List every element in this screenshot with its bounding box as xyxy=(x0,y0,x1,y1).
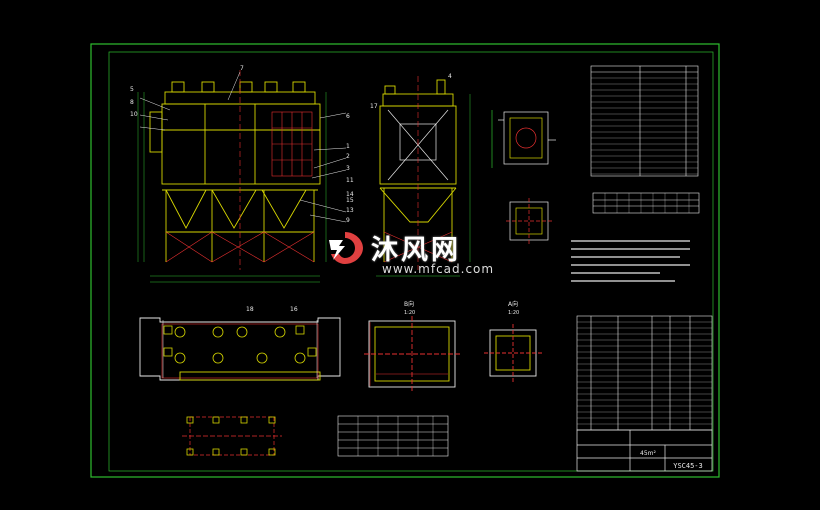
a-view-scale: 1:20 xyxy=(508,310,519,316)
part-number-label: 8 xyxy=(130,99,134,106)
filter-bag-opening xyxy=(294,352,306,364)
b-view-label: B向 xyxy=(404,300,414,308)
parts-list-table xyxy=(576,315,713,431)
a-view-label: A向 xyxy=(508,300,518,308)
part-number-label: 1 xyxy=(346,143,350,150)
filter-bag-opening xyxy=(212,352,224,364)
foundation-anchor xyxy=(186,448,194,456)
part-number-label: 5 xyxy=(130,86,134,93)
part-number-label: 9 xyxy=(346,217,350,224)
filter-bag-opening xyxy=(212,326,224,338)
plan-view xyxy=(139,317,341,381)
foundation-anchor xyxy=(212,448,220,456)
filter-bag-opening xyxy=(256,352,268,364)
part-number-label: 15 xyxy=(346,197,354,204)
part-number-label: 2 xyxy=(346,153,350,160)
front-elevation-view xyxy=(149,81,321,262)
watermark-brand: 沐风网 xyxy=(371,235,461,266)
b-view-section xyxy=(364,316,460,392)
foundation-anchor xyxy=(240,416,248,424)
drawing-code: YSC45-3 xyxy=(673,462,703,470)
part-number-label: 6 xyxy=(346,113,350,120)
filter-bag-opening xyxy=(174,326,186,338)
parameter-strip-table xyxy=(592,192,700,214)
foundation-anchor xyxy=(240,448,248,456)
part-number-label: 16 xyxy=(290,306,298,313)
detail-view-frame xyxy=(506,198,552,244)
watermark-logo: 沐风网 xyxy=(325,228,461,267)
part-number-label: 4 xyxy=(448,73,452,80)
part-number-label: 13 xyxy=(346,207,354,214)
detail-view-valve xyxy=(491,110,556,168)
load-table xyxy=(337,415,449,457)
a-view-section xyxy=(484,324,542,382)
foundation-anchor xyxy=(186,416,194,424)
filter-bag-opening xyxy=(236,326,248,338)
filter-bag-opening xyxy=(274,326,286,338)
technical-notes xyxy=(571,240,690,282)
part-number-label: 3 xyxy=(346,165,350,172)
spec-label: 45m² xyxy=(640,450,656,457)
sheet-border xyxy=(90,43,720,478)
part-number-label: 14 xyxy=(346,191,354,198)
support-plate xyxy=(163,325,173,335)
technical-parameters-table xyxy=(590,65,699,177)
part-number-label: 7 xyxy=(240,65,244,72)
b-view-scale: 1:20 xyxy=(404,310,415,316)
part-number-label: 10 xyxy=(130,111,138,118)
foundation-anchor xyxy=(268,448,276,456)
mfcad-logo-icon xyxy=(329,231,363,264)
title-block xyxy=(576,429,713,472)
inner-border xyxy=(108,51,714,472)
foundation-anchor xyxy=(268,416,276,424)
watermark-url: www.mfcad.com xyxy=(382,262,495,276)
filter-bag-opening xyxy=(174,352,186,364)
part-number-label: 11 xyxy=(346,177,354,184)
foundation-plan xyxy=(182,416,282,456)
part-number-label: 17 xyxy=(370,103,378,110)
foundation-anchor xyxy=(212,416,220,424)
support-plate xyxy=(163,347,173,357)
support-plate xyxy=(295,325,305,335)
part-number-label: 18 xyxy=(246,306,254,313)
support-plate xyxy=(307,347,317,357)
